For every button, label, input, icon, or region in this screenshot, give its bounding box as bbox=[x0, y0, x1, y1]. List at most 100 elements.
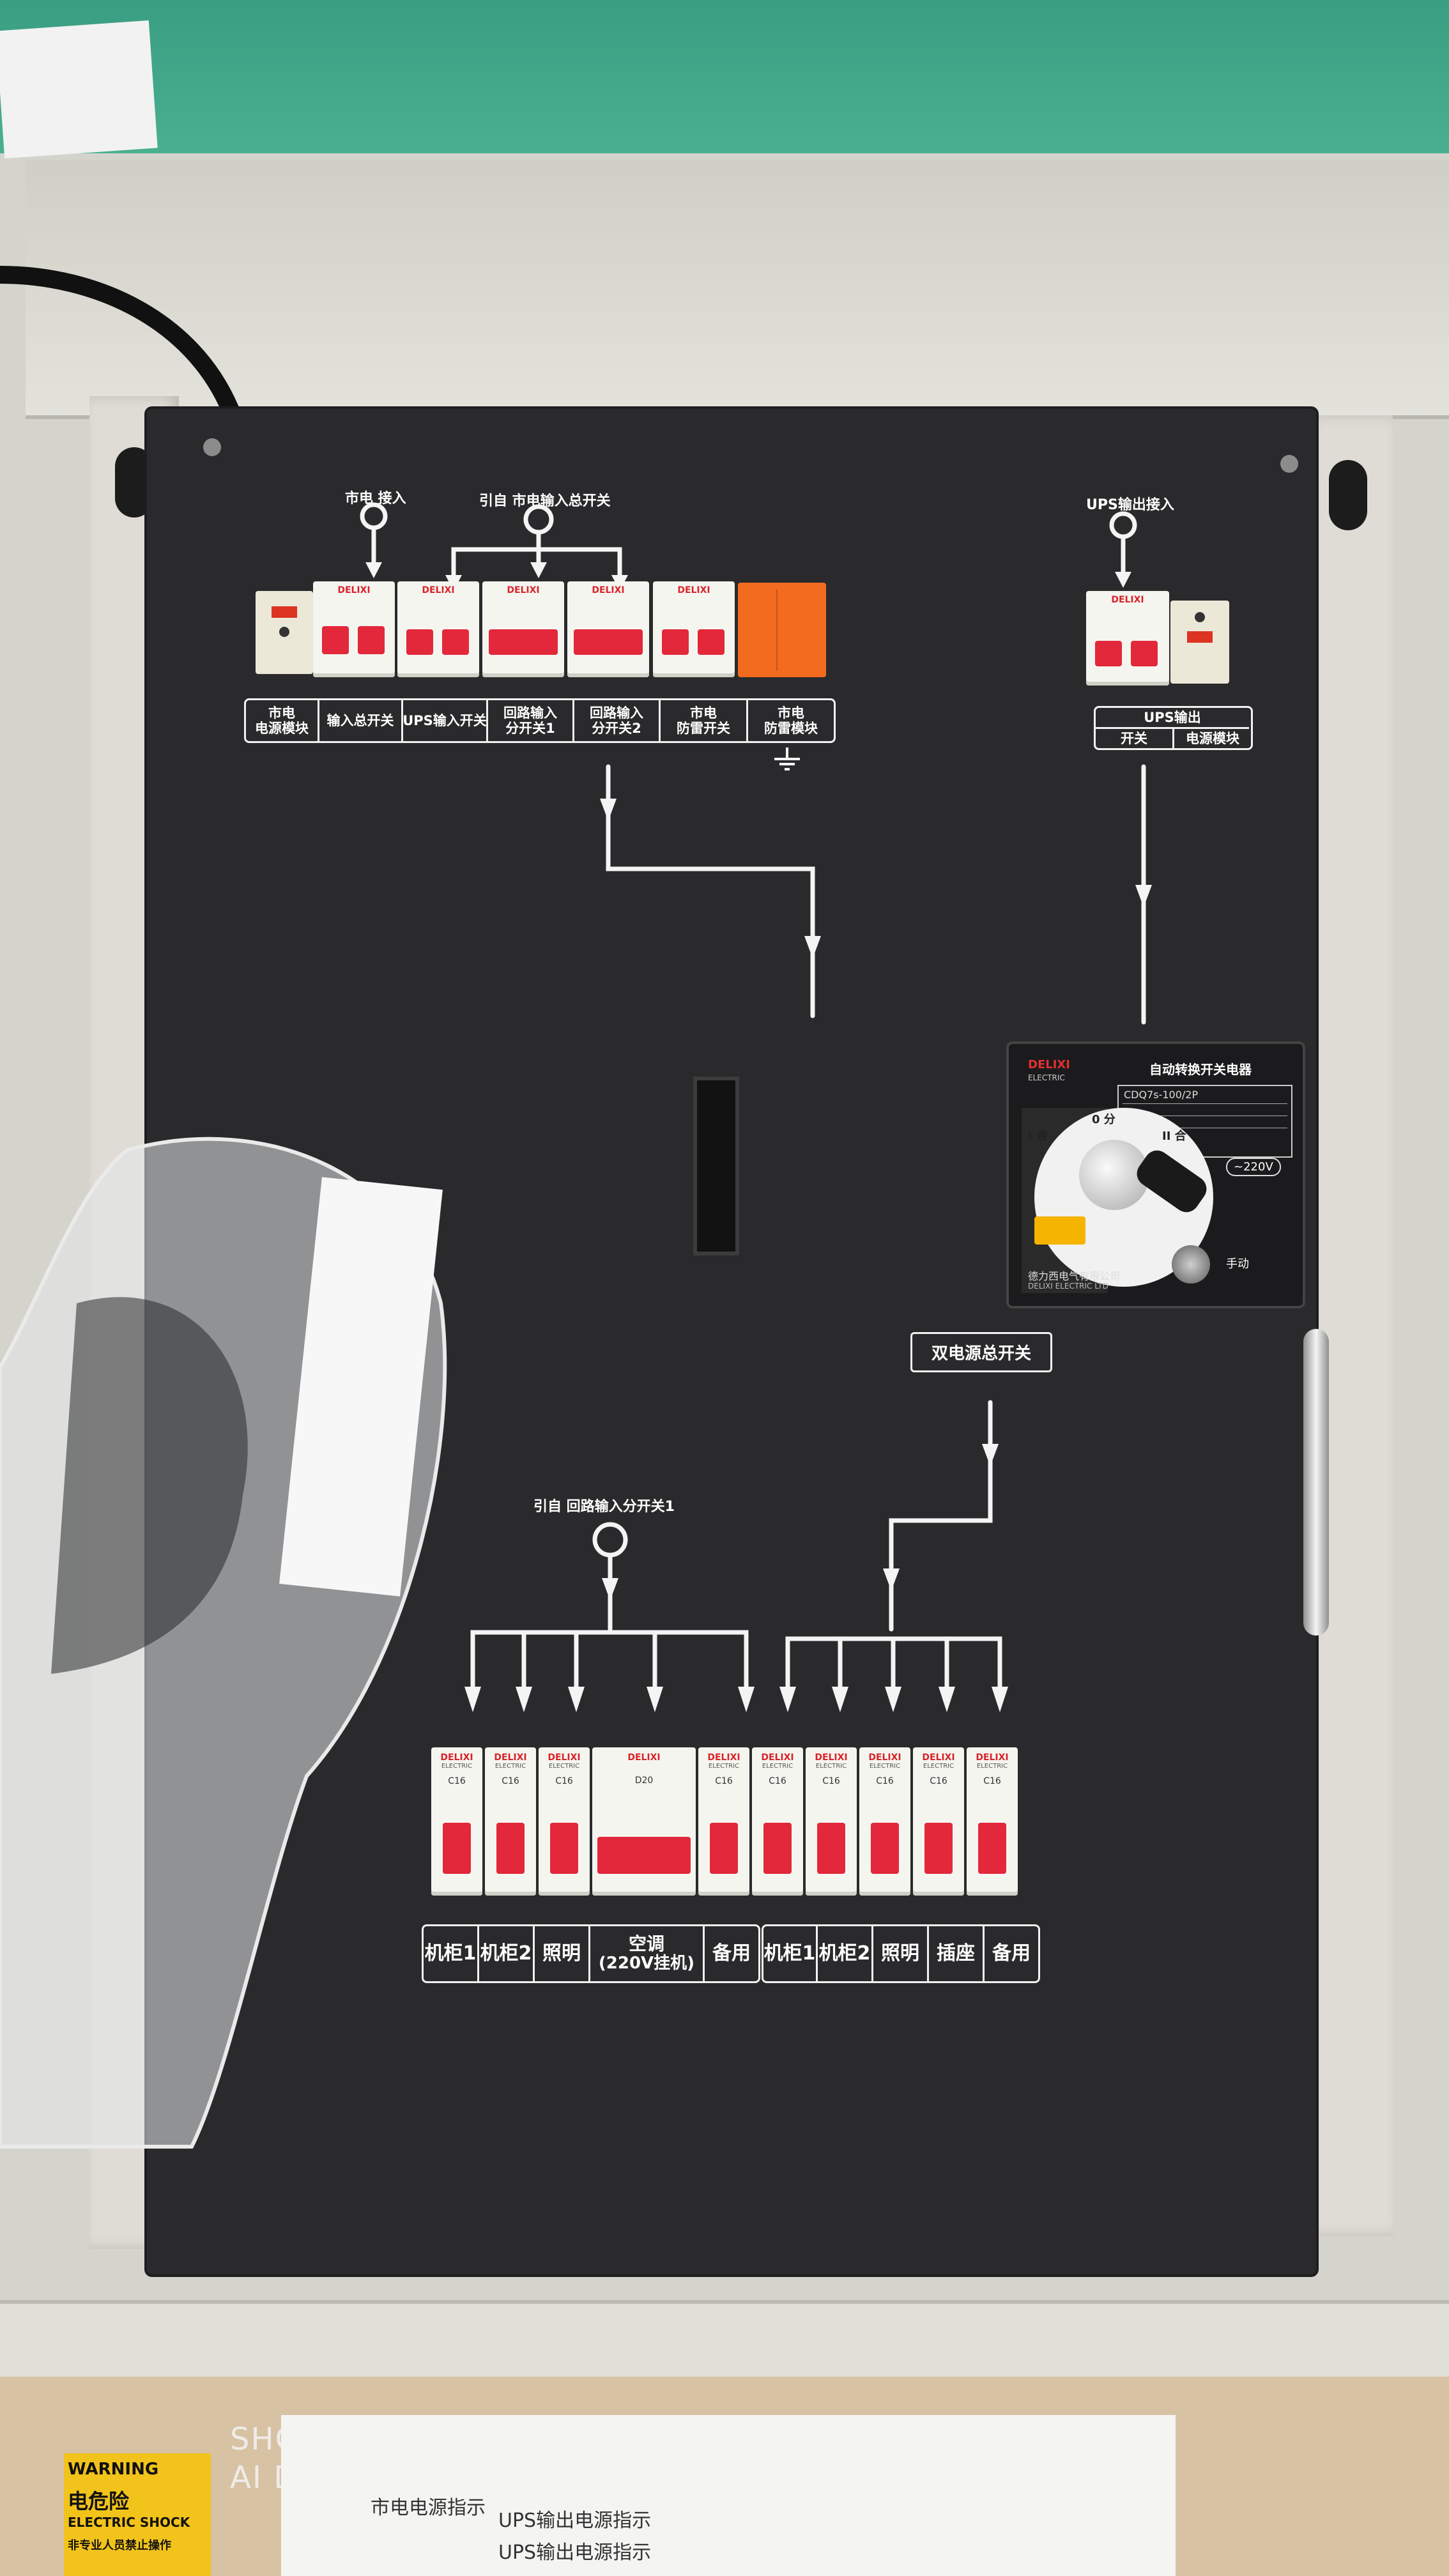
cell-input-main: 输入总开关 bbox=[319, 700, 403, 741]
toggle-handle[interactable] bbox=[698, 629, 724, 655]
cell-aircon: 空调(220V挂机) bbox=[590, 1926, 705, 1981]
cell-spare-left: 备用 bbox=[712, 1942, 751, 1965]
cell-branch-2: 回路输入分开关2 bbox=[574, 700, 661, 741]
toggle-handle[interactable] bbox=[574, 629, 643, 655]
paper-line: 市电电源指示 bbox=[371, 2497, 486, 2519]
breaker-lighting-left[interactable]: DELIXI ELECTRIC C16 bbox=[539, 1747, 590, 1896]
ups-output-breaker[interactable]: DELIXI bbox=[1086, 591, 1169, 686]
breaker-cabinet1-right[interactable]: DELIXI ELECTRIC C16 bbox=[752, 1747, 803, 1896]
label-ups-out-in: UPS输出接入 bbox=[1086, 497, 1174, 513]
toggle-handle[interactable] bbox=[442, 629, 469, 655]
ups-in-node bbox=[1109, 511, 1137, 539]
main-switch-node bbox=[523, 504, 554, 535]
rail-slot bbox=[1329, 460, 1367, 530]
ats-brand: DELIXI bbox=[1028, 1058, 1070, 1071]
cell-cabinet2-left: 机柜2 bbox=[479, 1926, 535, 1981]
ats-lock-tab[interactable] bbox=[1034, 1216, 1085, 1245]
label-from-branch1: 引自 回路输入分开关1 bbox=[533, 1499, 675, 1515]
cabinet-top-frame bbox=[26, 160, 1449, 419]
breaker-cabinet1-left[interactable]: DELIXI ELECTRIC C16 bbox=[431, 1747, 482, 1896]
toggle-handle[interactable] bbox=[1095, 641, 1122, 666]
toggle-handle[interactable] bbox=[489, 629, 558, 655]
breaker-socket-right[interactable]: DELIXI ELECTRIC C16 bbox=[913, 1747, 964, 1896]
ats-voltage-badge: ~220V bbox=[1226, 1158, 1281, 1176]
panel-window-slot bbox=[693, 1077, 739, 1255]
cell-spare-right: 备用 bbox=[992, 1942, 1031, 1965]
bottom-right-label-strip: 机柜1 机柜2 照明 插座 备用 bbox=[762, 1924, 1040, 1983]
cell-cabinet1-left: 机柜1 bbox=[424, 1926, 479, 1981]
ats-pos-ii: II 合 bbox=[1162, 1130, 1186, 1143]
camera-watermark-line1: SHOT ON MI 8 bbox=[230, 2421, 463, 2457]
toggle-handle[interactable] bbox=[496, 1823, 525, 1874]
ats-title: 自动转换开关电器 bbox=[1149, 1062, 1252, 1077]
toggle-handle[interactable] bbox=[978, 1823, 1006, 1874]
auto-transfer-switch: DELIXI ELECTRIC 自动转换开关电器 CDQ7s-100/2P I … bbox=[1006, 1041, 1305, 1308]
toggle-handle[interactable] bbox=[443, 1823, 471, 1874]
breaker-cabinet2-right[interactable]: DELIXI ELECTRIC C16 bbox=[806, 1747, 857, 1896]
paper-document: 市电电源指示 UPS输出电源指示 UPS输出电源指示 bbox=[281, 2415, 1176, 2576]
cell-branch-1: 回路输入分开关1 bbox=[488, 700, 574, 741]
toggle-handle[interactable] bbox=[710, 1823, 738, 1874]
toggle-handle[interactable] bbox=[763, 1823, 792, 1874]
ats-model: CDQ7s-100/2P bbox=[1124, 1089, 1199, 1101]
cell-socket-right: 插座 bbox=[929, 1926, 985, 1981]
cell-ups-power-module: 电源模块 bbox=[1186, 730, 1239, 746]
bottom-breaker-row: DELIXI ELECTRIC C16 DELIXI ELECTRIC C16 … bbox=[431, 1747, 1035, 1901]
cell-cabinet2-right: 机柜2 bbox=[818, 1926, 873, 1981]
toggle-handle[interactable] bbox=[358, 626, 385, 654]
ats-manual-label: 手动 bbox=[1226, 1257, 1249, 1271]
toggle-handle[interactable] bbox=[597, 1837, 691, 1874]
ats-brand-sub: ELECTRIC bbox=[1028, 1073, 1065, 1082]
warning-sign: WARNING 电危险 ELECTRIC SHOCK 非专业人员禁止操作 bbox=[64, 2453, 211, 2576]
plastic-bag bbox=[0, 1137, 447, 2149]
breaker-cabinet2-left[interactable]: DELIXI ELECTRIC C16 bbox=[485, 1747, 536, 1896]
cell-ups-output-header: UPS输出 bbox=[1096, 708, 1249, 729]
breaker-aircon[interactable]: DELIXI D20 bbox=[592, 1747, 696, 1896]
branch-input-breaker-2[interactable]: DELIXI bbox=[567, 581, 649, 677]
input-main-breaker[interactable]: DELIXI bbox=[313, 581, 395, 677]
breaker-spare-right[interactable]: DELIXI ELECTRIC C16 bbox=[967, 1747, 1018, 1896]
toggle-handle[interactable] bbox=[550, 1823, 578, 1874]
camera-watermark-line2: AI DUAL CAMERA bbox=[230, 2460, 511, 2496]
cell-mains-power-module: 市电电源模块 bbox=[246, 700, 319, 741]
cabinet-door-handle[interactable] bbox=[1291, 1329, 1342, 1636]
cell-ups-input: UPS输入开关 bbox=[402, 700, 488, 741]
toggle-handle[interactable] bbox=[817, 1823, 845, 1874]
cell-ups-switch: 开关 bbox=[1096, 729, 1174, 748]
ats-pos-0: 0 分 bbox=[1092, 1113, 1116, 1126]
top-label-strip: 市电电源模块 输入总开关 UPS输入开关 回路输入分开关1 回路输入分开关2 市… bbox=[244, 698, 836, 743]
toggle-handle[interactable] bbox=[1131, 641, 1158, 666]
cell-cabinet1-right: 机柜1 bbox=[763, 1926, 818, 1981]
branch1-node bbox=[592, 1522, 628, 1558]
ats-pos-i: I 合 bbox=[1028, 1130, 1048, 1143]
toggle-handle[interactable] bbox=[662, 629, 689, 655]
ats-manual-keyhole[interactable] bbox=[1172, 1245, 1210, 1284]
surge-protection-module bbox=[738, 583, 826, 677]
panel-screw bbox=[1280, 455, 1298, 473]
toggle-handle[interactable] bbox=[322, 626, 349, 654]
bottom-left-label-strip: 机柜1 机柜2 照明 空调(220V挂机) 备用 bbox=[422, 1924, 760, 1983]
cell-surge-module: 市电防雷模块 bbox=[764, 705, 818, 736]
paper-line: UPS输出电源指示 bbox=[498, 2542, 652, 2564]
surge-protection-breaker[interactable]: DELIXI bbox=[653, 581, 735, 677]
toggle-handle[interactable] bbox=[406, 629, 433, 655]
power-module-ups bbox=[1170, 601, 1229, 684]
paper-line: UPS输出电源指示 bbox=[498, 2510, 652, 2532]
breaker-spare-left[interactable]: DELIXI ELECTRIC C16 bbox=[698, 1747, 749, 1896]
toggle-handle[interactable] bbox=[924, 1823, 953, 1874]
mains-in-node bbox=[360, 502, 388, 530]
ats-maker-en: DELIXI ELECTRIC LTD bbox=[1028, 1282, 1108, 1291]
toggle-handle[interactable] bbox=[871, 1823, 899, 1874]
cell-lighting-right: 照明 bbox=[873, 1926, 929, 1981]
ups-input-breaker[interactable]: DELIXI bbox=[397, 581, 479, 677]
ups-label-strip: UPS输出 开关 电源模块 bbox=[1094, 706, 1253, 750]
cabinet-bottom-frame bbox=[0, 2300, 1449, 2380]
cell-surge-switch: 市电防雷开关 bbox=[661, 700, 748, 741]
breaker-lighting-right[interactable]: DELIXI ELECTRIC C16 bbox=[859, 1747, 910, 1896]
label-dual-power-main: 双电源总开关 bbox=[910, 1332, 1053, 1372]
right-mounting-rail bbox=[1303, 415, 1393, 2236]
cell-lighting-left: 照明 bbox=[535, 1926, 590, 1981]
branch-input-breaker-1[interactable]: DELIXI bbox=[482, 581, 564, 677]
panel-screw bbox=[203, 438, 221, 456]
